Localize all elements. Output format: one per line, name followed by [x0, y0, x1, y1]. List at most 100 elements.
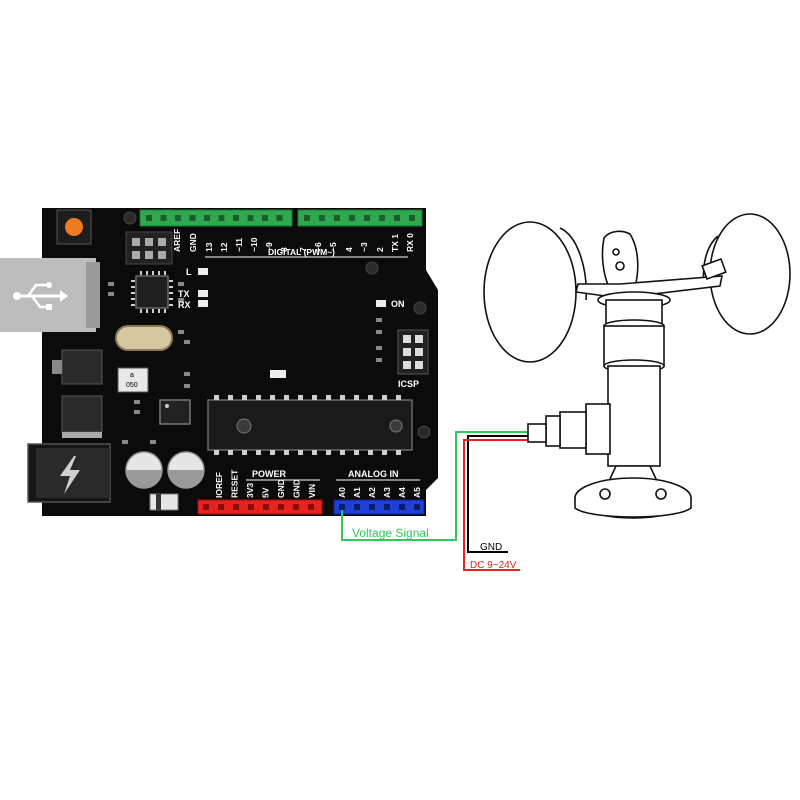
signal-label: Voltage Signal — [352, 526, 429, 540]
header-pin — [263, 504, 269, 510]
digital-pin-label: 7 — [298, 247, 308, 252]
lightning-bolt-icon — [60, 456, 80, 494]
anemometer — [483, 213, 791, 519]
digital-pin-label: ~5 — [328, 242, 338, 252]
passive-components — [108, 282, 382, 444]
digital-pin-label: ~10 — [249, 237, 259, 252]
header-pin — [218, 215, 225, 221]
capacitors — [125, 451, 205, 489]
header-pin — [369, 504, 375, 510]
led-on-label: ON — [391, 299, 405, 309]
digital-pin-label: ~3 — [359, 242, 369, 252]
analog-pin-label: A1 — [352, 487, 362, 498]
chip-label: a — [130, 372, 134, 379]
header-pin — [233, 504, 239, 510]
usb-controller-chip — [131, 271, 173, 313]
header-pin — [319, 215, 325, 221]
digital-header-title: DIGITAL (PWM~) — [268, 247, 335, 257]
header-pin — [379, 215, 385, 221]
header-pin — [399, 504, 405, 510]
analog-pin-label: A3 — [382, 487, 392, 498]
digital-pin-label: 8 — [279, 247, 289, 252]
led-rx-label: RX — [178, 300, 191, 310]
power-header — [197, 499, 323, 515]
crystal-oscillator — [115, 325, 173, 351]
power-pin-label: VIN — [307, 484, 317, 498]
digital-pin-label: ~11 — [234, 238, 244, 252]
usb-icon — [13, 282, 68, 310]
header-pin — [339, 504, 345, 510]
digital-pin-label: 4 — [344, 247, 354, 252]
header-pin — [204, 215, 210, 221]
header-pin — [247, 215, 254, 221]
header-pin — [354, 504, 360, 510]
reset-button[interactable] — [56, 209, 92, 245]
digital-header — [139, 209, 423, 227]
power-pin-label: 5V — [261, 487, 271, 498]
power-pin-label: 3V3 — [245, 483, 255, 498]
digital-pin-label: RX 0 — [405, 233, 415, 252]
wires: Voltage Signal GND DC 9~24V — [341, 431, 528, 571]
header-pin — [146, 215, 152, 221]
header-pin — [278, 504, 284, 510]
digital-pin-label: 13 — [204, 242, 214, 252]
header-pin — [349, 215, 355, 221]
digital-pin-label: 2 — [375, 247, 385, 252]
header-pin — [334, 215, 340, 221]
led-l-label: L — [186, 267, 192, 277]
header-pin — [304, 215, 310, 221]
led-tx-label: TX — [178, 289, 190, 299]
analog-header-title: ANALOG IN — [348, 469, 399, 479]
icsp-header: ICSP — [397, 329, 429, 389]
power-pin-labels: IOREF RESET 3V3 5V GND GND VIN — [214, 469, 317, 498]
usb-icsp-header — [125, 231, 173, 265]
power-wire — [463, 439, 528, 571]
signal-wire — [341, 431, 528, 541]
digital-pin-label: GND — [188, 233, 198, 252]
arduino-board: a 050 — [0, 208, 438, 516]
analog-pin-label: A4 — [397, 487, 407, 498]
header-pin — [409, 215, 415, 221]
header-pin — [175, 215, 181, 221]
icsp-label: ICSP — [398, 379, 419, 389]
header-pin — [218, 504, 224, 510]
digital-pin-label: 12 — [219, 242, 229, 252]
analog-pin-label: A0 — [337, 487, 347, 498]
power-jack — [27, 443, 111, 503]
usb-connector — [0, 258, 100, 332]
analog-pin-labels: A0 A1 A2 A3 A4 A5 — [337, 487, 422, 498]
power-pin-label: IOREF — [214, 472, 224, 498]
analog-pin-label: A5 — [412, 487, 422, 498]
header-pin — [364, 215, 370, 221]
gnd-label: GND — [480, 542, 502, 553]
regulators: a 050 — [52, 349, 191, 438]
status-leds: L TX RX ON — [178, 267, 405, 310]
svg-text:050: 050 — [126, 382, 138, 389]
left-cup — [483, 221, 577, 363]
header-pin — [308, 504, 314, 510]
header-pin — [248, 504, 254, 510]
atmega-chip — [207, 395, 413, 455]
header-pin — [160, 215, 167, 221]
header-pin — [293, 504, 299, 510]
header-pin — [262, 215, 268, 221]
diode — [149, 493, 179, 511]
power-label: DC 9~24V — [470, 560, 517, 571]
analog-pin-label: A2 — [367, 487, 377, 498]
header-pin — [189, 215, 196, 221]
digital-pin-label: TX 1 — [390, 234, 400, 252]
power-pin-label: GND — [292, 479, 302, 498]
header-pin — [233, 215, 239, 221]
power-header-title: POWER — [252, 469, 287, 479]
digital-pin-label: ~9 — [264, 242, 274, 252]
power-pin-label: RESET — [230, 469, 240, 498]
digital-pin-label: ~6 — [313, 242, 323, 252]
header-pin — [203, 504, 209, 510]
gnd-wire — [467, 435, 528, 553]
header-pin — [384, 504, 390, 510]
header-pin — [394, 215, 400, 221]
power-pin-label: GND — [276, 479, 286, 498]
header-pin — [414, 504, 420, 510]
